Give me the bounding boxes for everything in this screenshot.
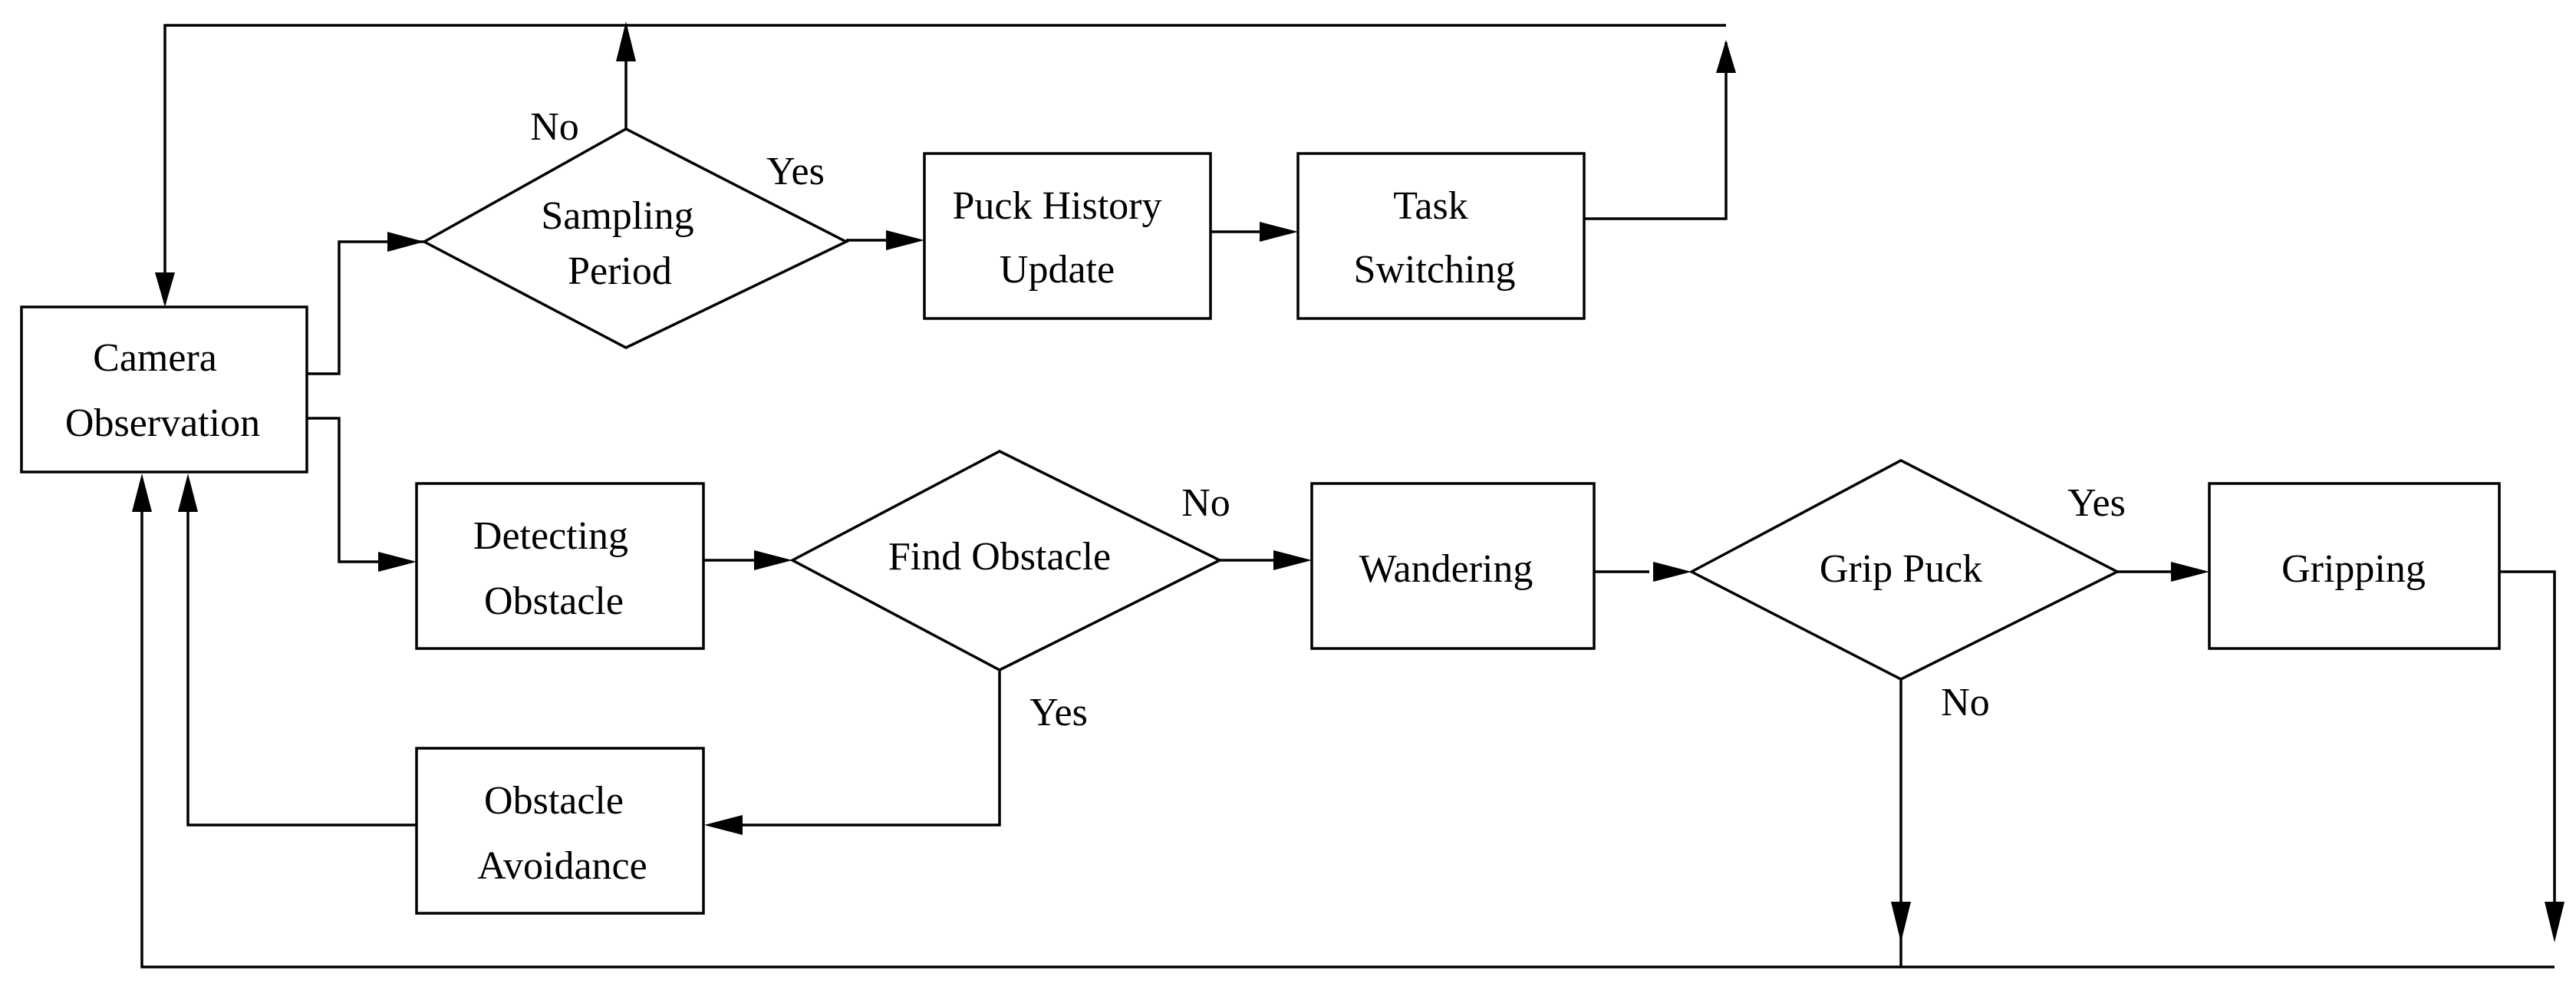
arrowhead-camera-avoid-in — [178, 474, 198, 512]
node-wandering-label: Wandering — [1359, 547, 1533, 591]
arrowhead-task-up — [1716, 40, 1736, 73]
edge-label-sampling-no: No — [530, 105, 579, 149]
node-task-switching-line1: Task — [1393, 184, 1468, 228]
arrowhead-top-up — [616, 21, 636, 61]
arrowhead-sampling-in — [387, 232, 424, 252]
arrowhead-camera-top-in — [155, 272, 175, 307]
arrowheads — [132, 21, 2564, 942]
node-sampling-period-line2: Period — [568, 249, 672, 293]
edge-label-find-yes: Yes — [1029, 691, 1088, 734]
arrowhead-grip-no-down — [1891, 902, 1911, 942]
node-camera-observation-line2: Observation — [65, 401, 260, 445]
arrowhead-detecting-in — [378, 552, 417, 572]
edge-bottom-loop — [140, 491, 2555, 969]
node-sampling-period-line1: Sampling — [541, 194, 693, 238]
edge-labels: No Yes No Yes Yes No — [530, 105, 2126, 734]
arrowhead-find-in — [754, 550, 792, 570]
arrowhead-avoidance-in — [704, 815, 743, 835]
arrowhead-wandering-in — [1273, 550, 1312, 570]
node-detecting-obstacle-line2: Obstacle — [484, 579, 624, 623]
edges — [140, 24, 2556, 969]
node-obstacle-avoidance-line2: Avoidance — [477, 844, 647, 888]
edge-label-sampling-yes: Yes — [766, 150, 825, 193]
edge-label-find-no: No — [1181, 481, 1230, 525]
node-puck-history-update: Puck History Update — [923, 152, 1212, 320]
arrowhead-grip-in — [1653, 562, 1692, 582]
edge-find-to-avoidance — [723, 670, 1001, 827]
arrowhead-puck-in — [886, 230, 924, 250]
node-obstacle-avoidance: Obstacle Avoidance — [415, 747, 705, 915]
arrowhead-task-in — [1260, 222, 1298, 242]
edge-label-grip-no: No — [1941, 681, 1990, 724]
edge-camera-to-detecting — [307, 417, 384, 563]
node-gripping-label: Gripping — [2281, 547, 2426, 591]
node-detecting-obstacle: Detecting Obstacle — [415, 482, 705, 650]
node-gripping: Gripping — [2208, 482, 2501, 650]
node-find-obstacle: Find Obstacle — [789, 450, 1223, 672]
node-task-switching: Task Switching — [1296, 152, 1586, 320]
edge-gripping-down — [2499, 570, 2556, 925]
node-wandering: Wandering — [1310, 482, 1596, 650]
edge-avoidance-to-camera — [186, 491, 417, 827]
arrowhead-gripping-in — [2171, 562, 2209, 582]
edge-camera-to-sampling — [307, 240, 424, 375]
node-task-switching-line2: Switching — [1354, 248, 1516, 292]
edge-top-loop — [163, 24, 1726, 303]
node-grip-puck: Grip Puck — [1688, 459, 2120, 681]
node-puck-history-update-line2: Update — [1000, 248, 1115, 292]
node-camera-observation-line1: Camera — [93, 336, 217, 380]
node-find-obstacle-label: Find Obstacle — [888, 535, 1111, 579]
node-grip-puck-label: Grip Puck — [1820, 547, 1982, 591]
node-detecting-obstacle-line1: Detecting — [473, 514, 628, 558]
edge-task-to-top — [1584, 42, 1728, 220]
node-sampling-period: Sampling Period — [421, 127, 849, 349]
node-camera-observation: Camera Observation — [20, 305, 308, 474]
node-puck-history-update-line1: Puck History — [953, 184, 1162, 228]
arrowhead-gripping-down — [2545, 902, 2564, 942]
edge-label-grip-yes: Yes — [2067, 481, 2126, 525]
node-obstacle-avoidance-line1: Obstacle — [484, 779, 624, 823]
arrowhead-camera-bottom-in — [132, 474, 152, 512]
